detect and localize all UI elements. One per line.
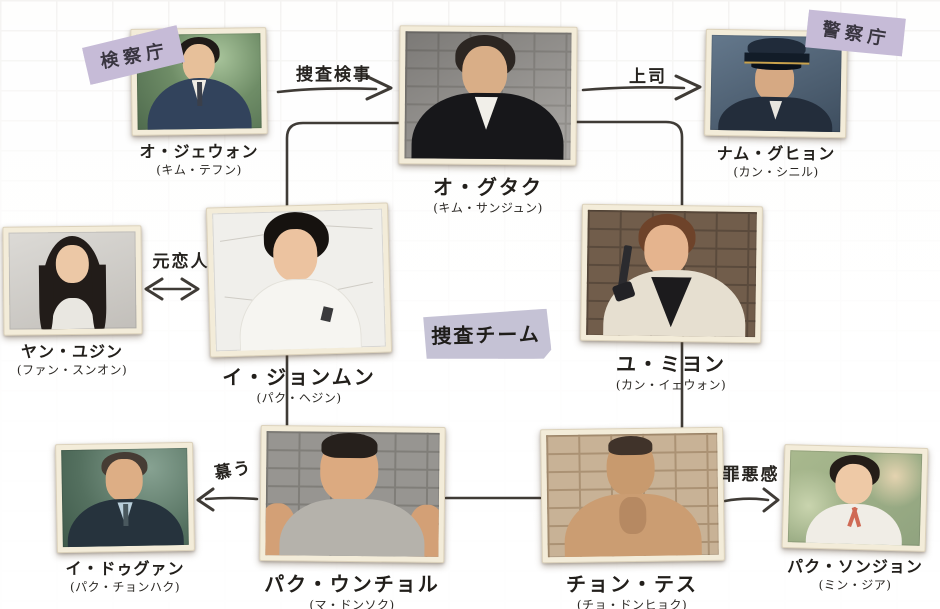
character-name: ユ・ミヨン bbox=[616, 352, 726, 376]
character-name: パク・ソンジョン bbox=[787, 557, 923, 576]
arrow-prosecutor-head bbox=[365, 75, 393, 101]
character-card-jung-taesoo: チョン・テス (チョ・ドンヒョク) bbox=[532, 426, 732, 609]
photo-yang-yujin bbox=[1, 225, 143, 336]
photo-scene bbox=[61, 447, 189, 548]
character-card-park-woongchul: パク・ウンチョル (マ・ドンソク) bbox=[252, 425, 452, 609]
arrow-guilt-shaft bbox=[723, 497, 770, 503]
photo-scene bbox=[404, 31, 572, 160]
arrow-exlovers-head-right bbox=[180, 277, 200, 301]
relation-label-ex-lovers: 元恋人 bbox=[152, 252, 210, 272]
actor-name: (ファン・スンオン) bbox=[16, 363, 128, 378]
photo-scene bbox=[212, 208, 386, 352]
arrow-boss-head bbox=[674, 74, 702, 101]
actor-name: (パク・チョンハク) bbox=[69, 580, 181, 595]
character-card-lee-jungmoon: イ・ジョンムン (パク・ヘジン) bbox=[199, 202, 399, 405]
photo-jung-taesoo bbox=[539, 426, 725, 564]
actor-name: (マ・ドンソク) bbox=[309, 598, 395, 609]
relation-label-guilt: 罪悪感 bbox=[722, 465, 780, 485]
photo-lee-dugwang bbox=[55, 441, 195, 554]
actor-name: (ミン・ジア) bbox=[818, 578, 892, 593]
arrow-adores-head bbox=[196, 487, 215, 512]
character-name: イ・ドゥグァン bbox=[65, 559, 185, 578]
team-connector-right bbox=[569, 120, 684, 432]
character-name: イ・ジョンムン bbox=[222, 365, 376, 389]
actor-name: (パク・ヘジン) bbox=[256, 391, 342, 405]
photo-oh-gutak bbox=[398, 25, 578, 166]
character-card-yang-yujin: ヤン・ユジン (ファン・スンオン) bbox=[0, 225, 172, 378]
character-name: オ・ジェウォン bbox=[139, 142, 259, 161]
character-name: ヤン・ユジン bbox=[20, 342, 123, 361]
character-card-nam-guhyun: ナム・グヒョン (カン・シニル) bbox=[676, 28, 876, 180]
character-card-oh-gutak: オ・グタク (キム・サンジュン) bbox=[388, 25, 588, 215]
relation-label-boss: 上司 bbox=[629, 67, 667, 87]
photo-lee-jungmoon bbox=[205, 202, 393, 358]
character-name: パク・ウンチョル bbox=[264, 572, 440, 596]
arrow-boss-shaft bbox=[581, 86, 686, 92]
arrow-adores-shaft bbox=[204, 496, 259, 501]
photo-scene bbox=[585, 209, 757, 338]
character-name: ナム・グヒョン bbox=[716, 144, 836, 163]
character-card-oh-jaewon: オ・ジェウォン (キム・テフン) bbox=[99, 27, 299, 178]
actor-name: (キム・サンジュン) bbox=[433, 201, 543, 215]
character-card-lee-dugwang: イ・ドゥグァン (パク・チョンハク) bbox=[25, 441, 225, 595]
team-connector-left bbox=[285, 121, 407, 431]
photo-scene bbox=[264, 431, 440, 557]
arrow-exlovers-head-left bbox=[144, 277, 164, 301]
character-card-yoo-miyoung: ユ・ミヨン (カン・イェウォン) bbox=[571, 203, 771, 392]
relation-label-investigating-prosecutor: 捜査検事 bbox=[296, 65, 372, 85]
arrow-prosecutor-shaft bbox=[276, 87, 378, 94]
actor-name: (カン・シニル) bbox=[733, 165, 819, 180]
actor-name: (キム・テフン) bbox=[156, 163, 242, 178]
photo-scene bbox=[710, 34, 842, 133]
character-name: オ・グタク bbox=[433, 175, 543, 199]
character-card-park-sunjung: パク・ソンジョン (ミン・ジア) bbox=[755, 444, 940, 593]
actor-name: (カン・イェウォン) bbox=[615, 378, 727, 392]
photo-yoo-miyoung bbox=[579, 203, 763, 344]
character-name: チョン・テス bbox=[566, 572, 698, 596]
actor-name: (チョ・ドンヒョク) bbox=[576, 598, 688, 609]
photo-scene bbox=[545, 432, 719, 558]
team-label: 捜査チーム bbox=[420, 309, 551, 362]
arrow-guilt-head bbox=[762, 487, 780, 513]
